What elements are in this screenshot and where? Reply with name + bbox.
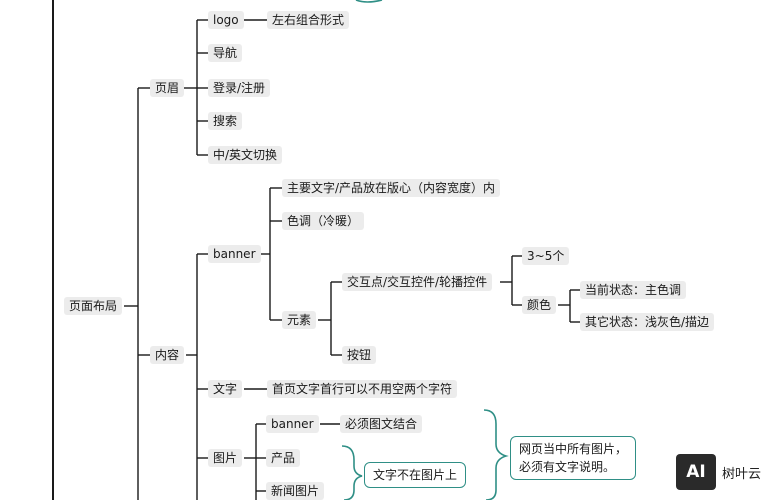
node-content: 内容 [150, 346, 185, 364]
node-img-product: 产品 [266, 449, 301, 467]
note-all-images-line2: 必须有文字说明。 [519, 460, 616, 474]
node-count: 3~5个 [522, 247, 570, 265]
watermark: AI 树叶云 [676, 453, 776, 491]
node-current-state: 当前状态：主色调 [580, 281, 687, 299]
node-banner-text: 主要文字/产品放在版心（内容宽度）内 [282, 179, 501, 197]
watermark-name: 树叶云 [722, 466, 762, 482]
node-root: 页面布局 [64, 297, 123, 315]
node-header: 页眉 [150, 79, 185, 97]
watermark-logo: AI [676, 454, 716, 490]
node-lang: 中/英文切换 [208, 146, 283, 164]
node-button: 按钮 [342, 346, 377, 364]
node-search: 搜索 [208, 112, 243, 130]
left-border-line [52, 0, 54, 500]
node-img-banner: banner [266, 415, 319, 433]
node-logo: logo [208, 11, 244, 29]
node-tone: 色调（冷暖） [282, 212, 365, 230]
node-image: 图片 [208, 449, 243, 467]
note-text-not-on-image-text: 文字不在图片上 [373, 468, 458, 482]
note-all-images-line1: 网页当中所有图片， [519, 442, 628, 456]
node-banner: banner [208, 245, 261, 263]
node-text-rule: 首页文字首行可以不用空两个字符 [267, 380, 458, 398]
node-color: 颜色 [522, 296, 557, 314]
node-other-state: 其它状态：浅灰色/描边 [580, 313, 715, 331]
note-text-not-on-image: 文字不在图片上 [364, 462, 467, 488]
node-text: 文字 [208, 380, 243, 398]
node-interact: 交互点/交互控件/轮播控件 [342, 273, 493, 291]
node-img-banner-rule: 必须图文结合 [340, 415, 423, 433]
node-elements: 元素 [282, 311, 317, 329]
node-logo-desc: 左右组合形式 [267, 11, 350, 29]
node-img-news: 新闻图片 [266, 482, 325, 500]
note-all-images: 网页当中所有图片， 必须有文字说明。 [510, 436, 637, 480]
node-nav: 导航 [208, 44, 243, 62]
node-login: 登录/注册 [208, 79, 271, 97]
